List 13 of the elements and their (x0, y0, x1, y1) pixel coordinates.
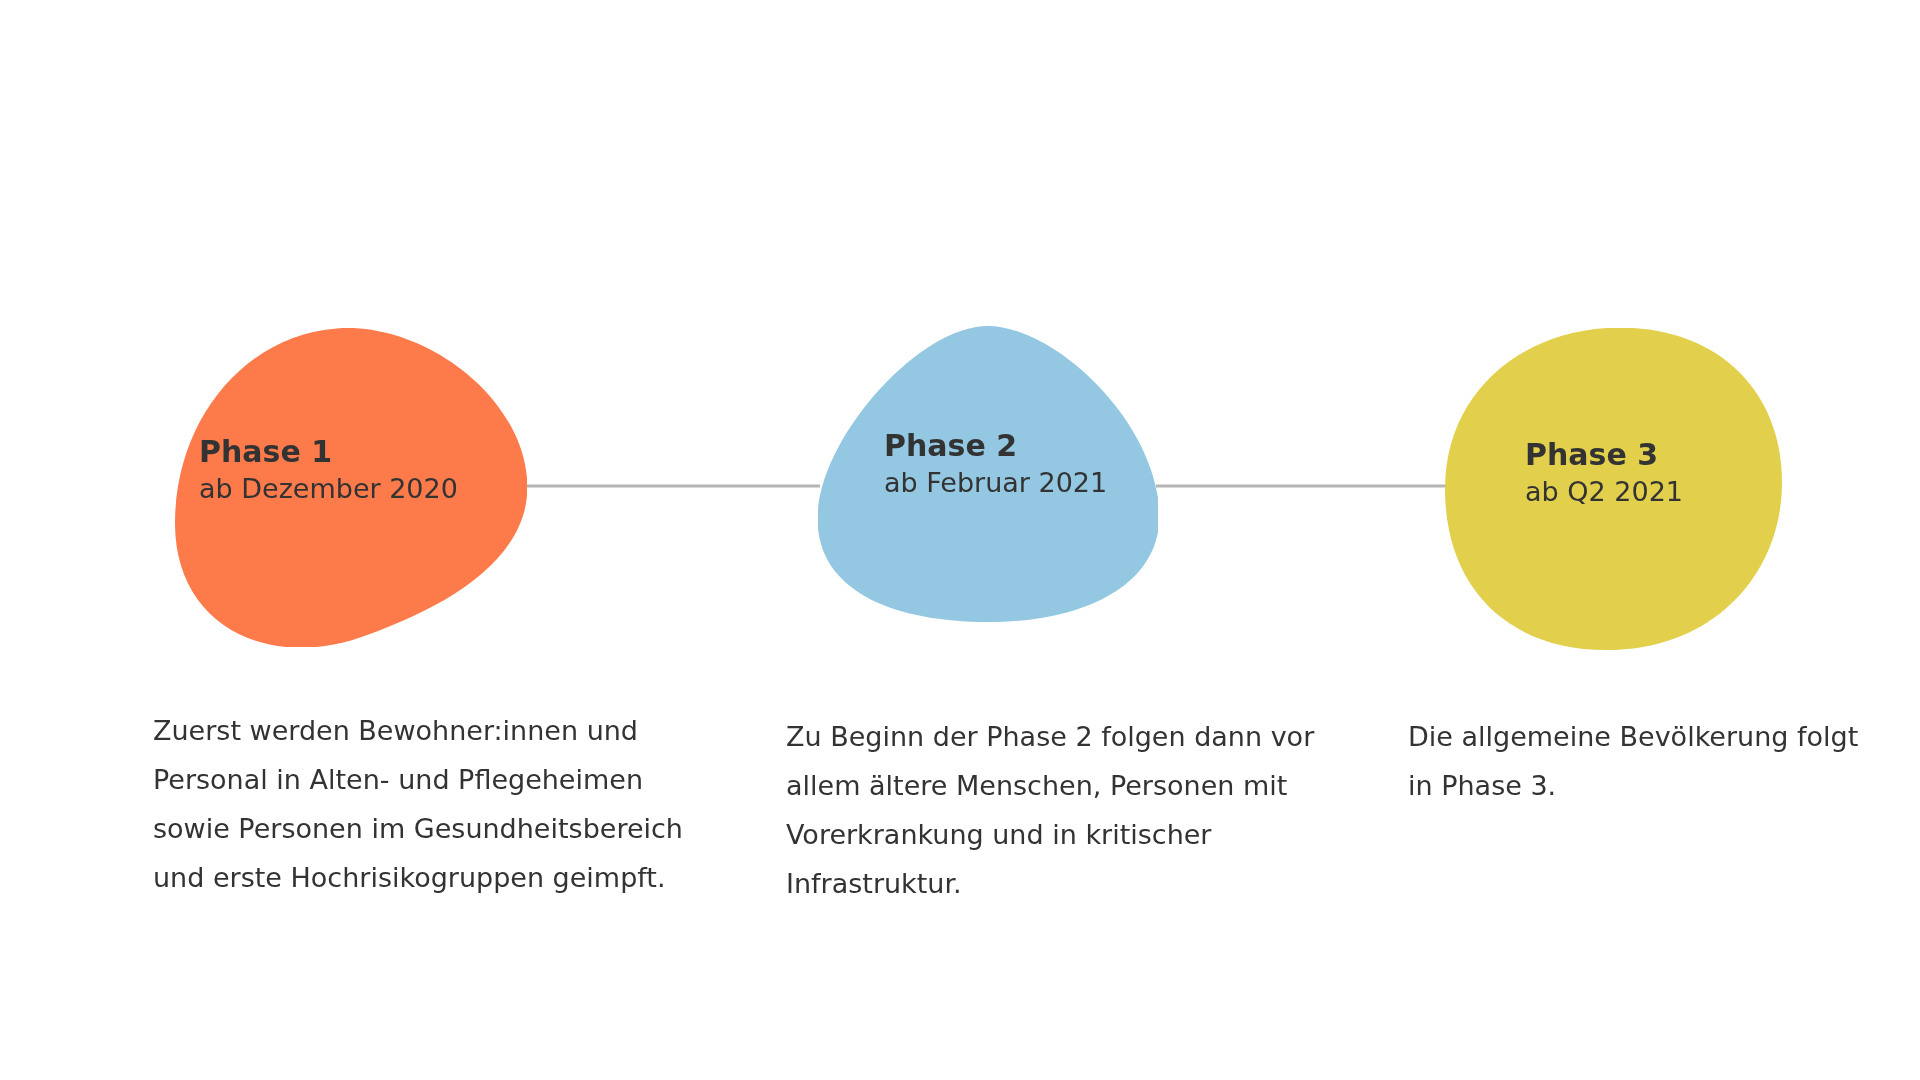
phase-description: Zuerst werden Bewohner:innen und Personal in Alten- und Pflegeheimen sowie Personen im Gesundheitsbereich und erste Hochrisikogruppen geimpft. (153, 714, 684, 895)
connector-line (525, 484, 820, 488)
phase-description: Die allgemeine Bevölkerung folgt in Phase 3. (1408, 720, 1860, 803)
phase-title: Phase 1 (199, 433, 334, 471)
phase-description: Zu Beginn der Phase 2 folgen dann vor allem ältere Menschen, Personen mit Vorerkrankung und in kritischer Infrastruktur. (786, 720, 1316, 901)
phase-title: Phase 2 (884, 427, 1019, 465)
phase-date: ab Q2 2021 (1525, 475, 1683, 509)
phase-blob (1445, 328, 1782, 650)
phase-title: Phase 3 (1525, 436, 1660, 474)
phase-blob (818, 326, 1158, 622)
connector-line (1156, 484, 1447, 488)
phase-date: ab Dezember 2020 (199, 472, 458, 506)
phase-date: ab Februar 2021 (884, 466, 1108, 500)
